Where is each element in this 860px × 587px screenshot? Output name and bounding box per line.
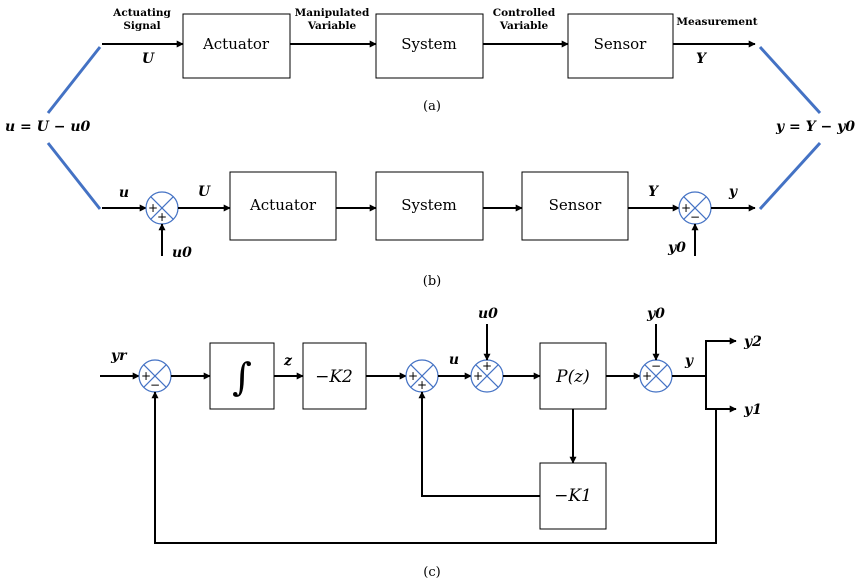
var-Y-b: Y — [648, 184, 660, 200]
var-u0-b: u0 — [172, 245, 192, 261]
block-actuator-a — [182, 13, 291, 79]
equation-left: u = U − u0 — [5, 119, 91, 135]
summing-junction-b1: + + — [145, 191, 179, 225]
label-actuating: Actuating — [112, 7, 171, 19]
var-z: z — [283, 353, 293, 369]
summing-junction-c2: + + — [405, 359, 439, 393]
sign-b1-left: + — [148, 201, 158, 215]
block-sensor-a-label: Sensor — [594, 35, 648, 53]
block-k2-label: −K2 — [315, 367, 353, 387]
caption-c: (c) — [423, 565, 440, 580]
block-sensor-b-label: Sensor — [549, 196, 603, 214]
var-Y-a: Y — [696, 51, 708, 67]
label-measurement: Measurement — [676, 16, 757, 28]
var-u-b: u — [119, 185, 129, 201]
block-actuator-b-label: Actuator — [249, 196, 317, 214]
bracket-right-lower — [758, 141, 822, 211]
equation-brackets: u = U − u0 y = Y − y0 — [5, 45, 855, 211]
var-u-c: u — [449, 352, 459, 368]
var-yr: yr — [110, 348, 128, 364]
bracket-left-lower — [46, 142, 102, 210]
label-manipulated-variable: Variable — [307, 20, 357, 32]
sign-c2-bottom: + — [417, 378, 427, 392]
var-y0-b: y0 — [667, 240, 686, 256]
block-k1-label: −K1 — [554, 486, 592, 506]
block-k1 — [539, 462, 607, 530]
summing-junction-c1: + − — [138, 359, 172, 393]
var-y-c: y — [684, 353, 694, 369]
panel-a: Actuator System Sensor Actuating Signal … — [102, 7, 758, 114]
var-y2: y2 — [743, 334, 762, 350]
block-system-b — [375, 171, 484, 241]
sign-c4-left: + — [642, 369, 652, 383]
var-U-b: U — [198, 184, 211, 200]
var-y-b: y — [728, 184, 738, 200]
sign-c3-top: + — [482, 359, 492, 373]
sign-c3-left: + — [473, 369, 483, 383]
block-integrator — [209, 342, 275, 410]
arrow-y2 — [705, 337, 737, 376]
sign-c4-top: − — [651, 359, 661, 373]
label-controlled: Controlled — [493, 7, 556, 19]
integrator-icon: ∫ — [232, 355, 252, 399]
bracket-right-upper — [758, 45, 822, 115]
label-controlled-variable: Variable — [499, 20, 549, 32]
equation-right: y = Y − y0 — [775, 119, 855, 135]
sign-b2-left: + — [681, 201, 691, 215]
block-actuator-b — [229, 171, 337, 241]
arrow-outer-feedback — [151, 391, 717, 544]
block-plant-label: P(z) — [555, 367, 590, 387]
sign-c1-left: + — [141, 369, 151, 383]
caption-a: (a) — [423, 99, 441, 114]
caption-b: (b) — [423, 274, 441, 289]
sign-b1-bottom: + — [157, 210, 167, 224]
panel-c: yr + − ∫ z −K2 + + u — [100, 306, 762, 580]
block-sensor-a — [567, 13, 674, 79]
label-manipulated: Manipulated — [295, 7, 370, 19]
summing-junction-c4: + − — [639, 359, 673, 393]
var-U-a: U — [142, 51, 155, 67]
sign-b2-bottom: − — [690, 210, 700, 224]
block-actuator-a-label: Actuator — [202, 35, 270, 53]
bracket-left-upper — [46, 46, 102, 114]
block-sensor-b — [521, 171, 629, 241]
summing-junction-b2: + − — [678, 191, 712, 225]
sign-c1-bottom: − — [150, 378, 160, 392]
panel-b: u + + u0 U Actuator System Sensor Y + − — [102, 171, 756, 289]
summing-junction-c3: + + — [470, 359, 504, 393]
label-signal: Signal — [123, 20, 160, 32]
var-y0-c: y0 — [646, 306, 665, 322]
block-system-b-label: System — [401, 196, 457, 214]
var-y1: y1 — [743, 402, 762, 418]
var-u0-c: u0 — [478, 306, 498, 322]
block-k2 — [302, 342, 367, 410]
arrow-y1 — [705, 376, 737, 413]
arrow-k1-feedback — [418, 391, 540, 497]
sign-c2-left: + — [408, 369, 418, 383]
block-system-a-label: System — [401, 35, 457, 53]
block-system-a — [375, 13, 484, 79]
